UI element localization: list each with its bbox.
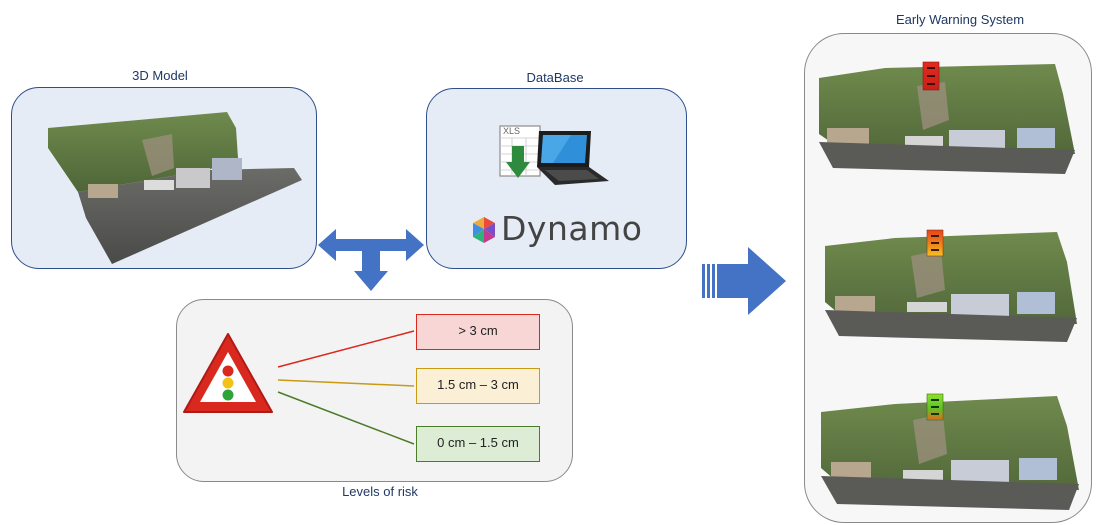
model3d-panel: [11, 87, 317, 269]
model3d-title: 3D Model: [132, 68, 188, 83]
traffic-warning-sign-icon: [183, 333, 273, 413]
ews-scene-2: [825, 229, 1077, 342]
database-title: DataBase: [526, 70, 584, 85]
risk-title: Levels of risk: [342, 484, 418, 499]
risk-panel: > 3 cm 1.5 cm – 3 cm 0 cm – 1.5 cm: [176, 299, 573, 482]
xls-file-icon: XLS: [498, 124, 548, 182]
double-t-arrow-icon: [318, 229, 424, 291]
risk-level-medium: 1.5 cm – 3 cm: [416, 368, 540, 404]
ews-scene-1: [819, 61, 1075, 174]
model3d-image: [48, 112, 302, 264]
dynamo-logo-icon: [473, 217, 495, 243]
risk-connector-lines: [277, 330, 415, 445]
risk-level-low: 0 cm – 1.5 cm: [416, 426, 540, 462]
ews-scene-3: [821, 393, 1079, 510]
database-panel: XLS Dynamo: [426, 88, 687, 269]
dynamo-label: Dynamo: [501, 209, 643, 248]
ews-title: Early Warning System: [895, 12, 1025, 27]
right-arrow-icon: [702, 247, 786, 315]
ews-panel: [804, 33, 1092, 523]
ews-images: [819, 61, 1079, 510]
risk-level-high: > 3 cm: [416, 314, 540, 350]
laptop-icon: [531, 129, 611, 187]
xls-label: XLS: [503, 126, 521, 136]
